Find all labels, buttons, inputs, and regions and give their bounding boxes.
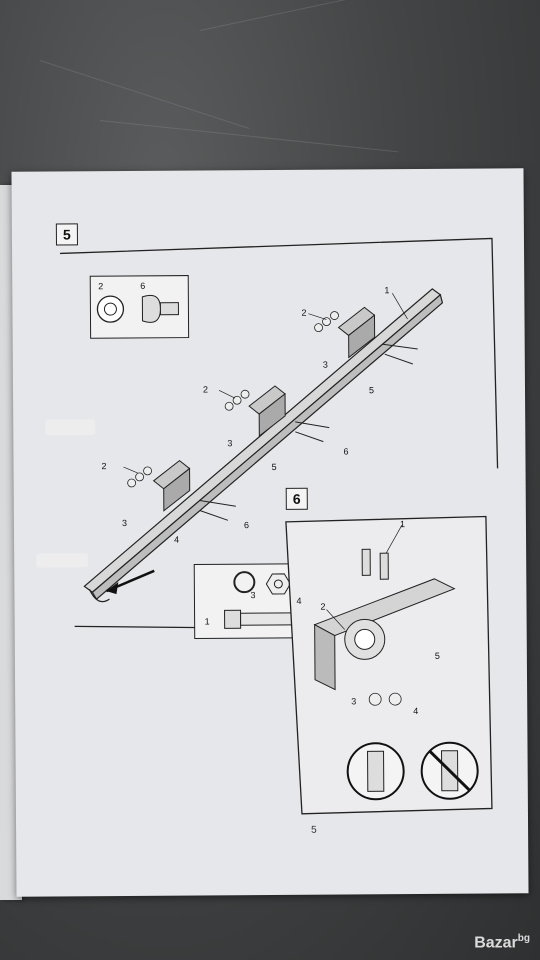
callout-4: 4 [296,596,301,606]
callout-2: 2 [101,461,106,471]
callout-2: 2 [98,281,103,291]
callout-3: 3 [227,438,232,448]
step-6-nuts [368,692,402,706]
carriage-bolt-icon [141,294,161,323]
watermark-logo: Bazarbg [474,933,530,952]
callout-3: 3 [250,590,255,600]
callout-3: 3 [323,360,328,370]
callout-1: 1 [400,519,405,529]
callout-4: 4 [413,706,418,716]
tape-residue [45,419,96,436]
watermark-suffix: bg [517,932,530,944]
assembly-diagram: 2 6 2 1 3 5 2 3 6 5 2 3 6 4 3 4 1 1 2 5 … [60,237,499,815]
step-6-box: 6 [285,487,308,510]
page-number: 5 [311,824,317,836]
hex-nut-icon [265,573,291,595]
manual-page: 5 [11,168,529,897]
bolt-group [199,343,418,521]
washer-group [127,311,339,488]
watermark-text: Bazar [474,934,518,951]
bracket-middle [248,385,286,438]
callout-2: 2 [320,602,325,612]
callout-6: 6 [343,446,348,456]
callout-3: 3 [122,518,127,528]
leader-lines [123,292,408,630]
bracket-top [337,306,376,359]
callout-5: 5 [369,385,374,395]
callout-2: 2 [301,308,306,318]
callout-2: 2 [203,384,208,394]
callout-6: 6 [140,281,145,291]
trolley [313,578,456,691]
callout-5: 5 [435,651,440,661]
callout-4: 4 [174,535,179,545]
step-6-bolts [361,548,389,580]
callout-1: 1 [205,616,210,626]
bracket-bottom [152,459,191,512]
callout-6: 6 [244,520,249,530]
callout-5: 5 [272,462,277,472]
inset-box-washer-bolt [89,275,190,339]
hex-bolt-icon [224,609,242,629]
tape-residue [36,553,89,568]
lock-washer-icon [233,571,256,594]
callout-1: 1 [384,285,389,295]
step-5-frame [60,237,499,469]
serrated-nut-icon [96,295,125,323]
callout-3: 3 [351,696,356,706]
